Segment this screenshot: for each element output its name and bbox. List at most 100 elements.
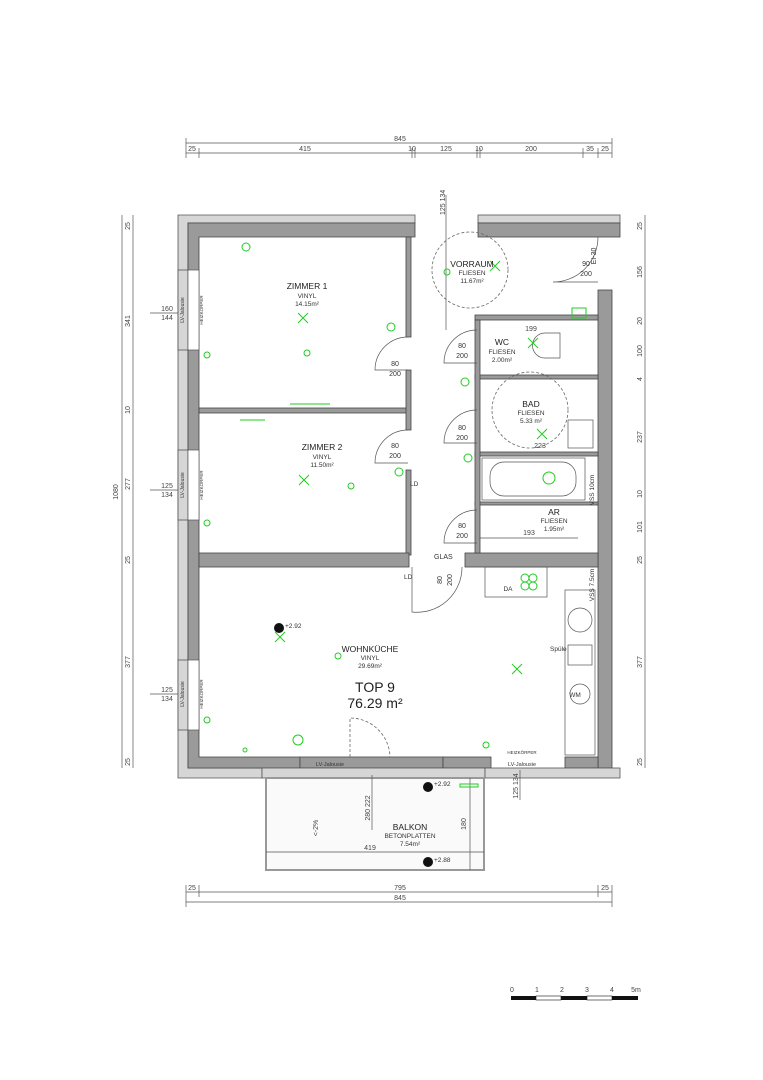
- slope-label: <-2%: [313, 820, 320, 837]
- door-dim: 200: [447, 574, 454, 586]
- room-area: 11.50m²: [310, 462, 334, 469]
- scale-bar: 0 1 2 3 4 5m: [510, 987, 641, 1001]
- bottom-dimension-chain: 25 795 25 845: [185, 885, 613, 907]
- dim-left-total: 1080: [113, 484, 120, 500]
- heater-label: HEIZKÖRPER: [507, 749, 537, 755]
- glass-door-label: GLAS: [434, 554, 453, 561]
- room-name: VORRAUM: [450, 259, 493, 269]
- room-name: WC: [495, 337, 509, 347]
- room-floor: FLIESEN: [488, 349, 515, 356]
- dim-right-seg: 100: [637, 345, 644, 357]
- room-area: 1.95m²: [544, 526, 565, 533]
- level-marker: +2.92: [285, 623, 302, 630]
- electrical-symbols: [203, 242, 587, 788]
- dim-bottom-inner: 795: [394, 885, 406, 892]
- dim-right-seg: 25: [637, 556, 644, 564]
- ld-label: LD: [410, 481, 419, 488]
- jalousie-label: LV-Jalousie: [508, 762, 536, 768]
- room-name: BALKON: [393, 822, 428, 832]
- extractor-label: DA: [503, 586, 513, 593]
- ar-width-dim: 193: [523, 530, 535, 537]
- jalousie-label: LV-Jalousie: [316, 762, 344, 768]
- room-area: 11.67m²: [460, 278, 484, 285]
- heater-label: HEIZKÖRPER: [198, 295, 204, 325]
- ld-label: LD: [404, 574, 413, 581]
- window-dim: 134: [161, 492, 173, 499]
- dim-right-seg: 25: [637, 222, 644, 230]
- doors: 80 200 80 200 80 200 80 200 80 200 80 20…: [300, 236, 599, 758]
- dim-top-seg: 25: [601, 146, 609, 153]
- scale-tick: 5m: [631, 987, 641, 994]
- sink-label: Spüle: [550, 646, 567, 653]
- door-dim: 80: [391, 361, 399, 368]
- door-dim: 200: [456, 353, 468, 360]
- walls: [177, 214, 621, 779]
- dim-left-seg: 25: [125, 758, 132, 766]
- scale-tick: 1: [535, 987, 539, 994]
- room-name: AR: [548, 507, 560, 517]
- balcony-depth-dim: 180: [461, 818, 468, 830]
- entry-door-dim: 200: [580, 271, 592, 278]
- dim-left-seg: 377: [125, 656, 132, 668]
- door-dim: 80: [458, 425, 466, 432]
- room-name: ZIMMER 1: [287, 281, 328, 291]
- dim-right-seg: 10: [637, 490, 644, 498]
- room-labels: ZIMMER 1 VINYL 14.15m² ZIMMER 2 VINYL 11…: [287, 259, 568, 848]
- dim-left-seg: 341: [125, 315, 132, 327]
- scale-tick: 4: [610, 987, 614, 994]
- door-dim: 80: [437, 576, 444, 584]
- dim-left-seg: 25: [125, 222, 132, 230]
- dim-top-seg: 25: [188, 146, 196, 153]
- room-name: BAD: [522, 399, 539, 409]
- window-dim: 125: [161, 483, 173, 490]
- top-dimension-chain: 845 25 415 10 125 10 200 35 25 125 134: [185, 136, 613, 330]
- jalousie-label: LV-Jalousie: [180, 472, 186, 498]
- dim-bottom-seg: 25: [601, 885, 609, 892]
- dim-top-seg: 35: [586, 146, 594, 153]
- dim-top-seg: 125: [440, 146, 452, 153]
- window-dim: 134: [161, 696, 173, 703]
- dim-left-seg: 25: [125, 556, 132, 564]
- room-name: WOHNKÜCHE: [342, 644, 399, 654]
- vss-kitchen-label: VSS 7.5cm: [589, 569, 596, 602]
- fixtures: WM DA Spüle VSS 10cm VSS 7.5cm LD LD: [404, 332, 596, 756]
- scale-tick: 0: [510, 987, 514, 994]
- scale-tick: 2: [560, 987, 564, 994]
- unit-name: TOP 9: [355, 679, 395, 695]
- dim-left-seg: 277: [125, 478, 132, 490]
- dim-right-seg: 237: [637, 431, 644, 443]
- level-marker: +2.88: [434, 857, 451, 864]
- room-area: 29.69m²: [358, 663, 383, 670]
- room-floor: FLIESEN: [517, 410, 544, 417]
- door-dim: 80: [458, 523, 466, 530]
- dim-right-seg: 156: [637, 266, 644, 278]
- room-floor: BETONPLATTEN: [384, 833, 435, 840]
- door-dim: 200: [389, 453, 401, 460]
- room-area: 14.15m²: [295, 301, 320, 308]
- dim-right-seg: 25: [637, 758, 644, 766]
- dim-top-seg: 10: [475, 146, 483, 153]
- room-floor: VINYL: [298, 293, 317, 300]
- door-dim: 200: [456, 533, 468, 540]
- entry-door-dim: 90: [582, 261, 590, 268]
- dim-bottom-total: 845: [394, 895, 406, 902]
- left-dimension-chain: 1080 25 341 10 277 25 377 25 160 144 125…: [113, 215, 185, 768]
- door-dim: 80: [391, 443, 399, 450]
- window-dim: 160: [161, 306, 173, 313]
- room-floor: VINYL: [361, 655, 380, 662]
- dim-top-seg: 10: [408, 146, 416, 153]
- room-floor: VINYL: [313, 454, 332, 461]
- dim-top-seg: 200: [525, 146, 537, 153]
- unit-area: 76.29 m²: [347, 695, 403, 711]
- window-dim: 144: [161, 315, 173, 322]
- dim-left-seg: 10: [125, 406, 132, 414]
- level-marker: +2.92: [434, 781, 451, 788]
- dim-right-seg: 377: [637, 656, 644, 668]
- room-area: 2.00m²: [492, 357, 513, 364]
- dim-top-total: 845: [394, 136, 406, 143]
- door-dim: 200: [456, 435, 468, 442]
- window-dim: 125: [161, 687, 173, 694]
- room-area: 7.54m²: [400, 841, 421, 848]
- room-floor: FLIESEN: [540, 518, 567, 525]
